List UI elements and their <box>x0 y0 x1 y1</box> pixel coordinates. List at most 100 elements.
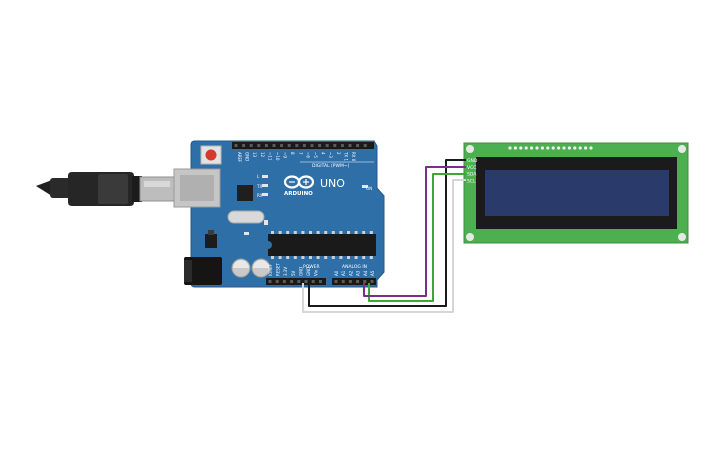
header-pin-hole[interactable] <box>280 144 284 147</box>
mcu-leg <box>278 256 282 259</box>
mount-hole-top-right <box>678 145 686 153</box>
pin-label: A3 <box>356 270 361 276</box>
wire-scl[interactable] <box>302 179 466 313</box>
mcu-leg <box>362 231 366 234</box>
lcd-pad <box>524 146 528 150</box>
pin-label: A4 <box>363 270 368 276</box>
mcu-leg <box>271 256 274 259</box>
mcu-leg <box>301 256 305 259</box>
tx-led-label: TX <box>256 184 262 189</box>
lcd-pin-label: SDA <box>467 172 477 178</box>
header-pin-hole[interactable] <box>302 144 306 147</box>
header-pin-hole[interactable] <box>295 144 299 147</box>
wire-vcc[interactable] <box>363 166 466 297</box>
logo-symbols <box>289 179 309 185</box>
mcu-leg <box>316 256 320 259</box>
l-led-label: L <box>257 174 260 179</box>
header-pin-hole[interactable] <box>290 280 294 283</box>
arduino-infinity-logo <box>283 175 315 189</box>
mcu-leg <box>347 231 350 234</box>
header-pin-hole[interactable] <box>264 144 268 147</box>
pin-label: IOREF <box>268 263 273 276</box>
mcu-leg <box>271 231 274 234</box>
pin-label: ~9 <box>283 152 288 158</box>
lcd-pad <box>535 146 539 150</box>
header-pin-hole[interactable] <box>304 280 308 283</box>
header-pin-hole[interactable] <box>334 280 338 283</box>
usb-cable[interactable] <box>36 172 175 206</box>
pin-label: RESET <box>276 263 281 276</box>
pin-label: AREF <box>237 152 242 163</box>
mcu-leg <box>309 256 312 259</box>
pin-label: A2 <box>348 270 353 276</box>
header-pin-hole[interactable] <box>370 280 374 283</box>
pin-label: A1 <box>341 270 346 276</box>
lcd-top-pads <box>508 146 593 150</box>
pin-label: 5V <box>291 270 296 276</box>
pin-label: ~6 <box>305 152 310 158</box>
lcd-screen <box>485 170 669 216</box>
analog-header[interactable] <box>332 278 376 285</box>
mcu-leg <box>301 231 305 234</box>
mount-hole-bottom-right <box>678 233 686 241</box>
wire-gnd[interactable] <box>308 159 466 307</box>
lcd-pad <box>540 146 545 150</box>
mcu-leg <box>309 231 312 234</box>
pin-label: A5 <box>370 270 375 276</box>
header-pin-hole[interactable] <box>234 144 238 147</box>
header-pin-hole[interactable] <box>333 144 337 147</box>
reset-button[interactable] <box>205 149 217 161</box>
capacitor-2 <box>251 258 271 278</box>
mcu-leg <box>362 256 366 259</box>
mcu-leg <box>278 231 282 234</box>
power-header[interactable] <box>266 278 326 285</box>
header-pin-hole[interactable] <box>348 144 352 147</box>
lcd-pad <box>573 146 577 150</box>
mcu-leg <box>324 256 328 259</box>
mcu-leg <box>324 231 328 234</box>
mcu-leg <box>369 256 373 259</box>
lcd-pad <box>567 146 572 150</box>
header-pin-hole[interactable] <box>318 280 322 283</box>
usb-interface-chip <box>237 185 253 201</box>
on-label: ON <box>366 186 372 191</box>
header-pin-hole[interactable] <box>363 144 367 147</box>
pin-label: 13 <box>252 152 257 158</box>
usb-b-jack-inner <box>180 175 214 201</box>
header-pin-hole[interactable] <box>257 144 261 147</box>
lcd-pad <box>551 146 555 150</box>
header-pin-hole[interactable] <box>356 144 360 147</box>
header-pin-hole[interactable] <box>287 144 291 147</box>
header-pin-hole[interactable] <box>363 280 367 283</box>
mcu-leg <box>331 231 335 234</box>
pin-label: ~5 <box>313 152 318 158</box>
brand-label: ARDUINO <box>284 191 313 197</box>
header-pin-hole[interactable] <box>341 280 345 283</box>
header-pin-hole[interactable] <box>356 280 360 283</box>
header-pin-hole[interactable] <box>275 280 279 283</box>
header-pin-hole[interactable] <box>249 144 253 147</box>
power-header-label: POWER <box>303 264 320 270</box>
pin-label: GND <box>245 152 250 161</box>
analog-header-label: ANALOG IN <box>342 264 367 270</box>
header-pin-hole[interactable] <box>282 280 286 283</box>
lcd-pad <box>589 146 593 150</box>
header-pin-hole[interactable] <box>268 280 272 283</box>
header-pin-hole[interactable] <box>348 280 352 283</box>
smd-components <box>244 175 368 235</box>
lcd-pad <box>513 146 518 150</box>
header-pin-hole[interactable] <box>272 144 276 147</box>
digital-header-holes <box>234 144 367 147</box>
header-pin-hole[interactable] <box>242 144 246 147</box>
header-pin-hole[interactable] <box>340 144 344 147</box>
lcd-pin-label: SCL <box>467 178 476 184</box>
header-pin-hole[interactable] <box>318 144 322 147</box>
header-pin-hole[interactable] <box>310 144 314 147</box>
header-pin-hole[interactable] <box>297 280 301 283</box>
header-pin-hole[interactable] <box>325 144 329 147</box>
header-pin-hole[interactable] <box>311 280 315 283</box>
